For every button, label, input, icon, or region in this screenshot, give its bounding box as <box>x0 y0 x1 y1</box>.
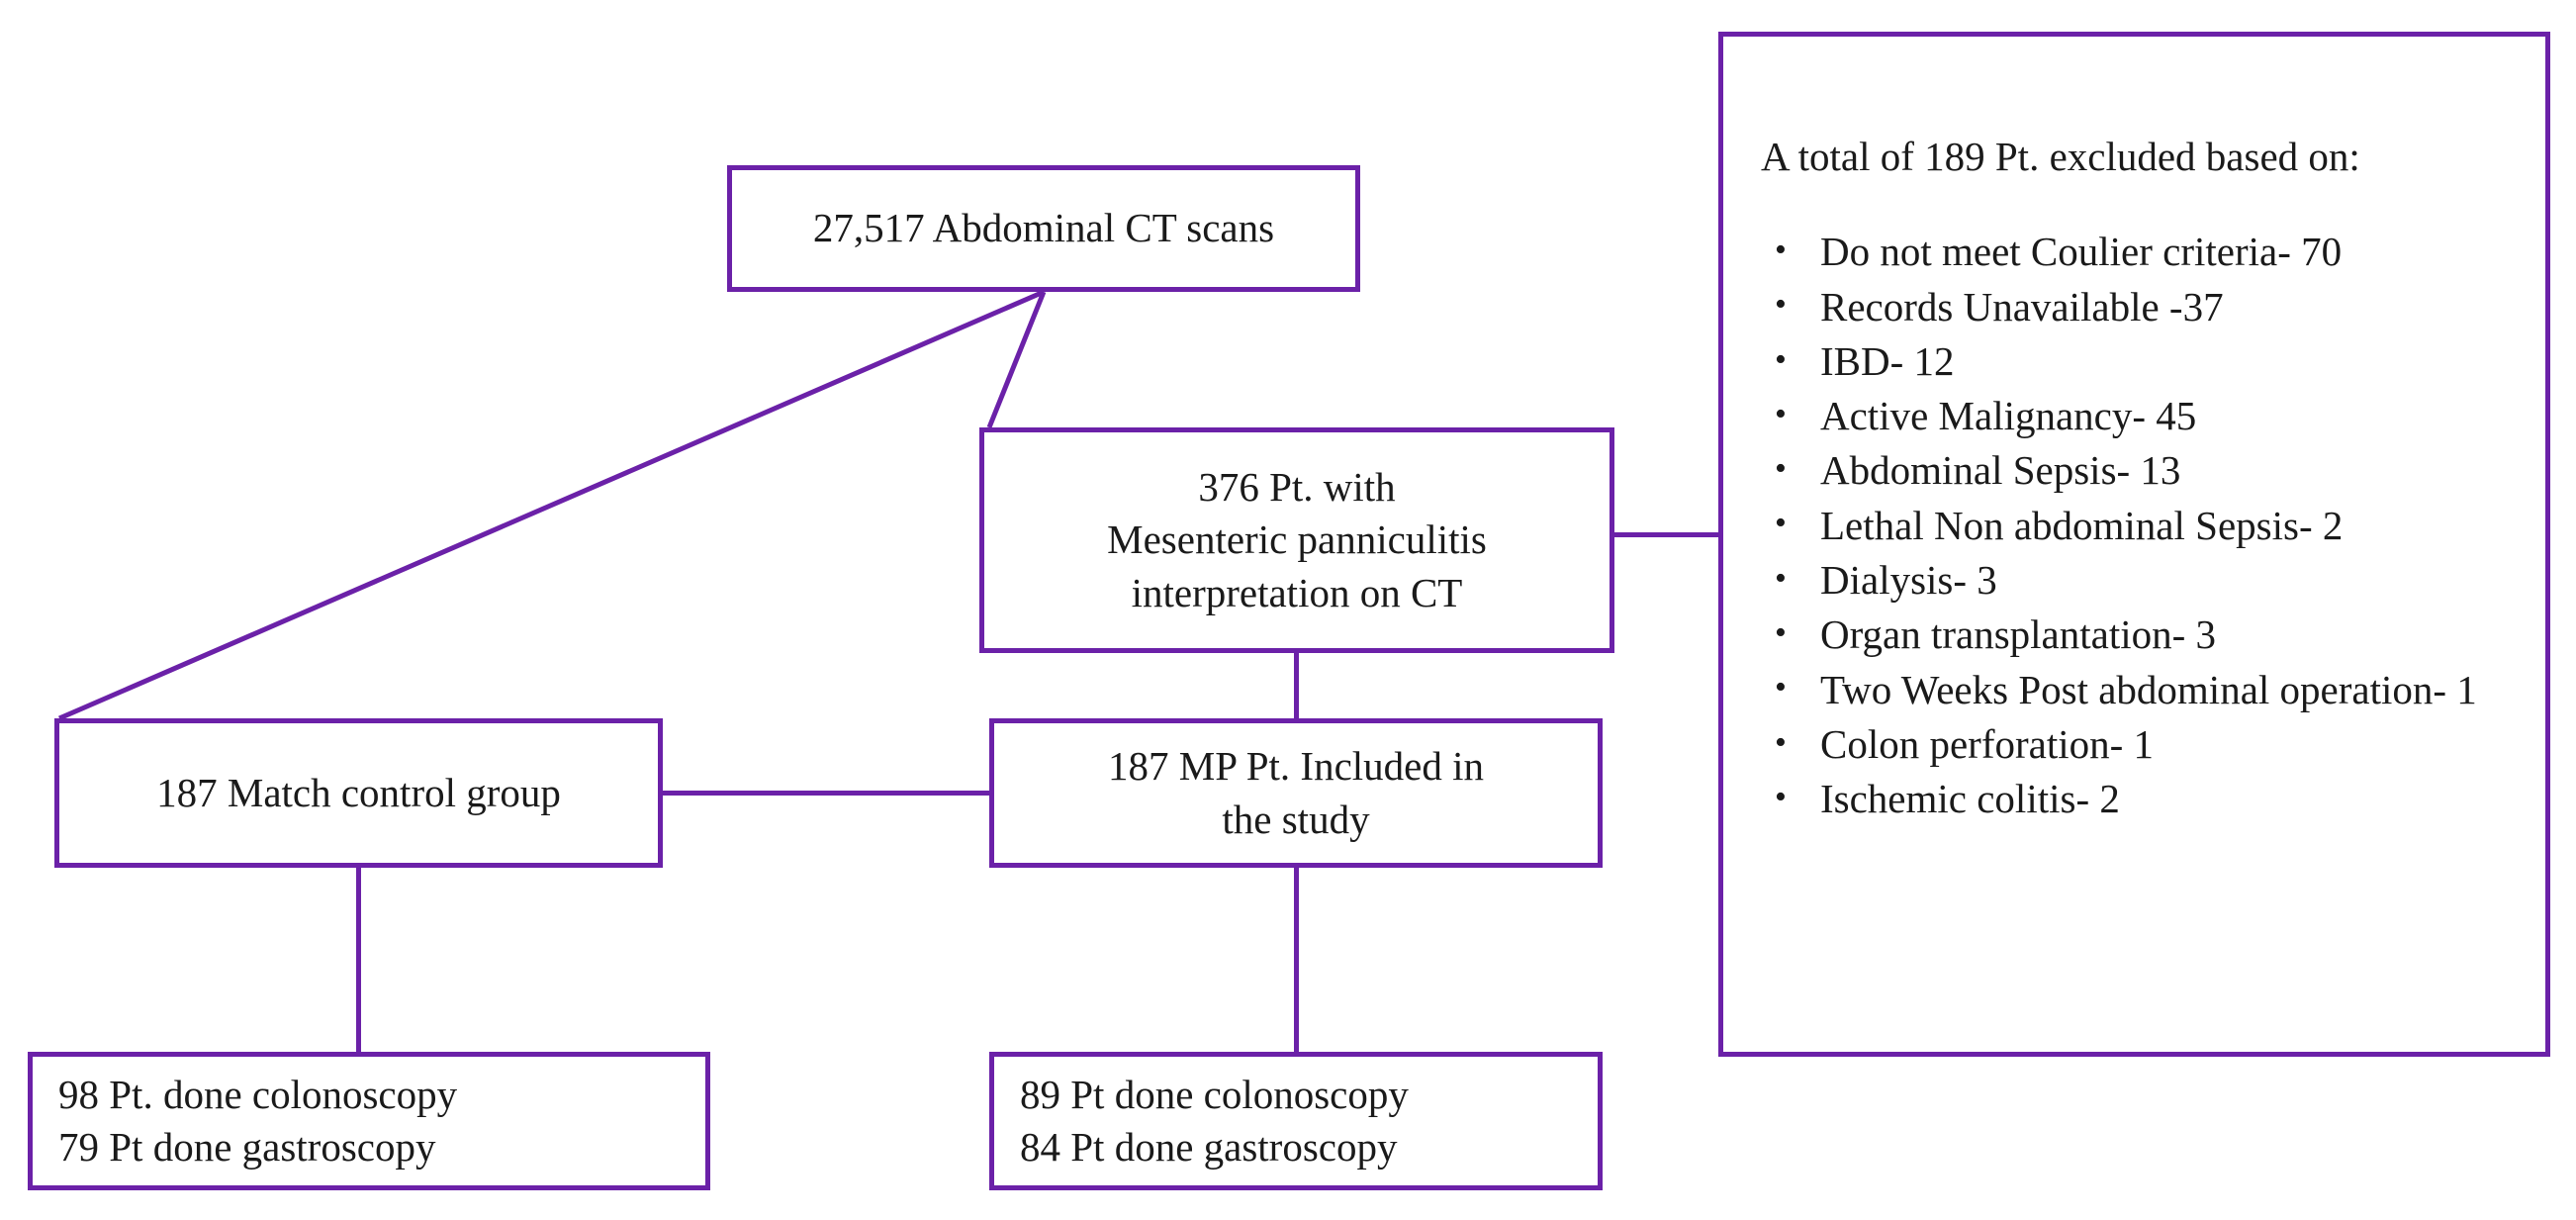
node-mp-included: 187 MP Pt. Included in the study <box>989 718 1603 868</box>
node-match-control-group: 187 Match control group <box>54 718 663 868</box>
exclusion-item: • Dialysis- 3 <box>1761 554 2524 607</box>
exclusion-item-label: Active Malignancy- 45 <box>1820 393 2197 439</box>
bullet-icon: • <box>1775 286 1787 324</box>
node-mp-line2: Mesenteric panniculitis <box>1107 516 1487 563</box>
exclusion-item-label: IBD- 12 <box>1820 337 1955 384</box>
exclusion-item-label: Records Unavailable -37 <box>1820 283 2224 329</box>
exclusion-item: • Colon perforation- 1 <box>1761 718 2524 771</box>
edge-mpct-to-included <box>1294 651 1299 720</box>
bullet-icon: • <box>1775 231 1787 268</box>
bullet-icon: • <box>1775 505 1787 542</box>
node-mp-procedures: 89 Pt done colonoscopy 84 Pt done gastro… <box>989 1052 1603 1190</box>
edge-control-to-control-procedures <box>356 865 361 1055</box>
edge-control-to-included <box>659 791 993 796</box>
exclusion-item: • Lethal Non abdominal Sepsis- 2 <box>1761 500 2524 552</box>
node-mp-line1: 376 Pt. with <box>1198 464 1396 511</box>
exclusions-list: • Do not meet Coulier criteria- 70 • Record… <box>1761 226 2524 825</box>
exclusion-item: • IBD- 12 <box>1761 335 2524 388</box>
exclusion-item: • Ischemic colitis- 2 <box>1761 773 2524 825</box>
exclusion-item-label: Ischemic colitis- 2 <box>1820 776 2120 822</box>
exclusion-item: • Records Unavailable -37 <box>1761 281 2524 333</box>
node-mp-line3: interpretation on CT <box>1131 569 1463 615</box>
node-control-colonoscopy: 98 Pt. done colonoscopy <box>58 1071 458 1117</box>
exclusion-item-label: Dialysis- 3 <box>1820 557 1997 604</box>
bullet-icon: • <box>1775 395 1787 432</box>
bullet-icon: • <box>1775 778 1787 815</box>
edge-scans-to-mpct <box>986 291 1047 428</box>
exclusion-item: • Organ transplantation- 3 <box>1761 609 2524 661</box>
node-ct-scans: 27,517 Abdominal CT scans <box>727 165 1360 292</box>
exclusion-item-label: Colon perforation- 1 <box>1820 720 2155 767</box>
bullet-icon: • <box>1775 614 1787 652</box>
node-mp-colonoscopy: 89 Pt done colonoscopy <box>1020 1071 1409 1117</box>
exclusion-item-label: Organ transplantation- 3 <box>1820 611 2217 658</box>
node-mesenteric-panniculitis: 376 Pt. with Mesenteric panniculitis int… <box>979 427 1614 653</box>
edge-mpct-to-excluded <box>1612 532 1721 537</box>
bullet-icon: • <box>1775 669 1787 706</box>
node-control-label: 187 Match control group <box>156 769 561 815</box>
node-mp-gastroscopy: 84 Pt done gastroscopy <box>1020 1124 1398 1170</box>
bullet-icon: • <box>1775 450 1787 488</box>
exclusion-item: • Do not meet Coulier criteria- 70 <box>1761 226 2524 278</box>
edge-scans-to-control <box>58 289 1045 721</box>
exclusion-item-label: Two Weeks Post abdominal operation- 1 <box>1820 666 2477 712</box>
node-included-line2: the study <box>1222 796 1370 842</box>
exclusions-heading: A total of 189 Pt. excluded based on: <box>1761 134 2360 179</box>
bullet-icon: • <box>1775 340 1787 378</box>
node-control-gastroscopy: 79 Pt done gastroscopy <box>58 1124 436 1170</box>
node-ct-scans-label: 27,517 Abdominal CT scans <box>812 205 1275 251</box>
exclusion-item-label: Do not meet Coulier criteria- 70 <box>1820 229 2343 275</box>
bullet-icon: • <box>1775 559 1787 597</box>
bullet-icon: • <box>1775 723 1787 761</box>
edge-included-to-mp-procedures <box>1294 865 1299 1055</box>
node-control-procedures: 98 Pt. done colonoscopy 79 Pt done gastr… <box>28 1052 710 1190</box>
exclusion-item-label: Lethal Non abdominal Sepsis- 2 <box>1820 502 2344 548</box>
exclusion-item-label: Abdominal Sepsis- 13 <box>1820 447 2181 494</box>
exclusion-item: • Two Weeks Post abdominal operation- 1 <box>1761 664 2524 716</box>
node-exclusions: A total of 189 Pt. excluded based on: • D… <box>1718 32 2550 1057</box>
exclusions-content: A total of 189 Pt. excluded based on: • D… <box>1723 37 2545 826</box>
exclusion-item: • Active Malignancy- 45 <box>1761 390 2524 442</box>
node-included-line1: 187 MP Pt. Included in <box>1107 743 1484 790</box>
exclusion-item: • Abdominal Sepsis- 13 <box>1761 444 2524 497</box>
